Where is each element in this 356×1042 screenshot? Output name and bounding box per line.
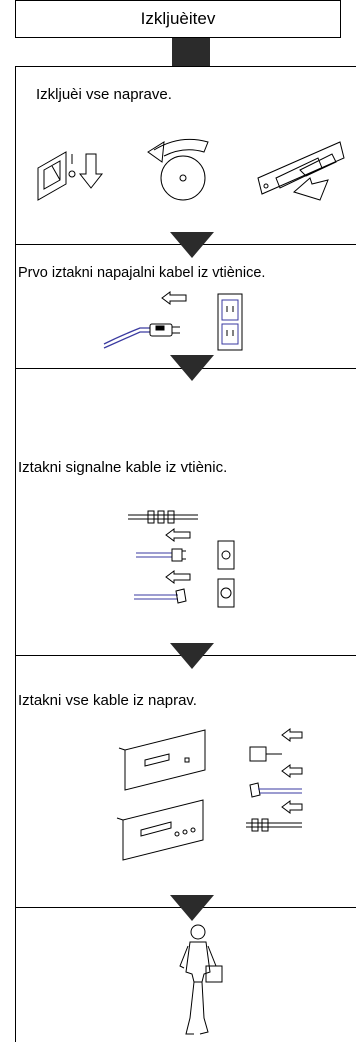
title-text: Izkljuèitev [140, 9, 216, 28]
top-connector-block [172, 38, 210, 66]
down-arrow-icon [170, 355, 214, 381]
step-4-text: Iztakni vse kable iz naprav. [18, 692, 197, 709]
down-arrow-icon [170, 232, 214, 258]
down-arrow-icon [170, 643, 214, 669]
left-arrow-icon [161, 291, 187, 305]
wall-outlet-icon [217, 293, 243, 351]
devices-icon [116, 729, 206, 861]
left-border [15, 66, 16, 1042]
device-cables-icon [246, 728, 303, 832]
power-plug-icon [103, 323, 180, 349]
step-1-text: Izkljuèi vse naprave. [36, 86, 172, 103]
step-3-text: Iztakni signalne kable iz vtiènic. [18, 459, 228, 476]
power-switch-icon [37, 151, 104, 201]
slot-switch-icon [257, 141, 345, 201]
divider-1 [15, 66, 356, 67]
signal-cables-icon [128, 510, 235, 608]
person-walking-icon [179, 924, 223, 1035]
step-2-text: Prvo iztakni napajalni kabel iz vtiènice… [18, 265, 266, 281]
knob-icon [147, 138, 209, 201]
page-title: Izkljuèitev [15, 0, 341, 38]
down-arrow-icon [170, 895, 214, 921]
